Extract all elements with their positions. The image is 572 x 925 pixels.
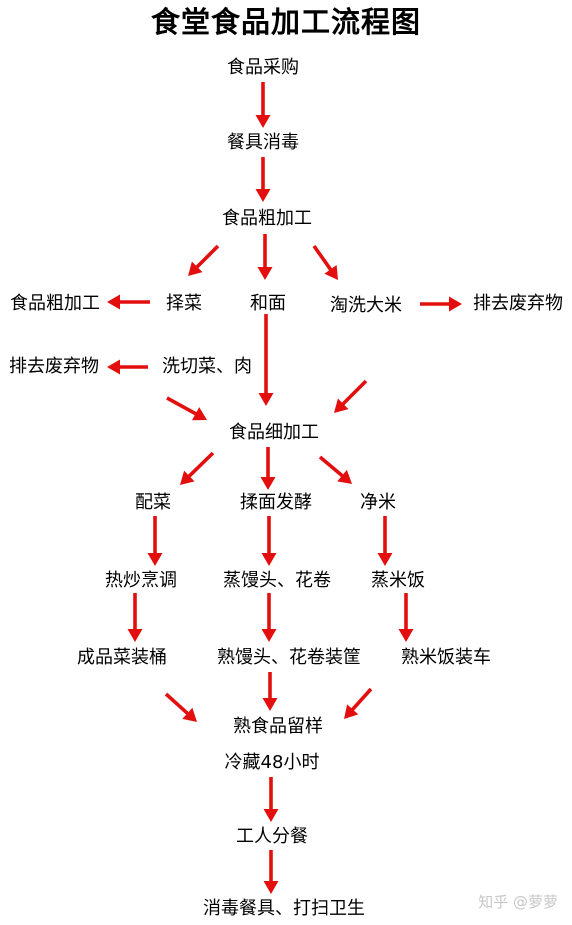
arrow-cart-to-sample [344,687,373,719]
arrow-fine-to-prepare [180,451,215,485]
arrow-rough-to-pick [188,244,220,276]
arrow-knead-to-fine [258,314,274,406]
arrow-rough-to-knead [257,234,273,280]
node-pick-vegetables: 择菜 [166,293,202,314]
arrow-left-to-fine [166,396,207,421]
arrow-steam-rice-to-cart [398,593,414,642]
arrow-prepare-to-stir [147,516,163,566]
node-cleanup: 消毒餐具、打扫卫生 [203,898,365,919]
watermark: 知乎 @萝萝 [478,893,558,911]
arrow-right-to-fine-head [334,398,349,413]
arrow-fine-to-ferment-head [260,477,276,490]
arrow-purchase-to-disinfect-head [255,115,271,128]
node-disinfect-tableware: 餐具消毒 [227,132,299,153]
arrow-fine-to-prepare-head [180,470,195,485]
arrow-cart-to-sample-head [344,704,359,719]
arrow-fine-to-clean-rice-head [337,469,352,484]
arrow-baskets-to-sample-head [262,698,278,711]
arrow-rough-to-wash-rice-shaft [312,244,333,272]
node-wash-cut: 洗切菜、肉 [162,356,252,377]
node-refrigerate: 冷藏48小时 [224,752,320,773]
arrow-ferment-to-steam-head [261,553,277,566]
arrow-washcut-to-waste-head [107,359,120,375]
arrow-fine-to-clean-rice-shaft [318,455,344,478]
arrow-fine-to-clean-rice [318,455,352,484]
node-steam-rice: 蒸米饭 [371,570,425,591]
arrow-steam-to-baskets-head [261,629,277,642]
arrow-pick-to-rough-output-head [107,294,120,310]
arrow-steam-rice-to-cart-head [398,629,414,642]
arrow-cart-to-sample-shaft [350,687,373,712]
arrow-fine-to-ferment [260,447,276,490]
arrow-purchase-to-disinfect [255,82,271,128]
arrow-rough-to-knead-head [257,267,273,280]
node-clean-rice: 净米 [360,492,396,513]
arrow-disinfect-to-rough-head [255,189,271,202]
arrow-serve-to-cleanup [263,850,279,894]
node-discard-waste-right: 排去废弃物 [473,293,563,314]
arrow-clean-to-steam-rice [377,516,393,566]
arrow-rough-to-wash-rice-head [324,265,338,280]
arrow-refrigerate-to-serve-head [263,809,279,822]
arrow-right-to-fine-shaft [341,379,368,406]
arrow-knead-to-fine-head [258,393,274,406]
arrow-rough-to-wash-rice [312,244,338,280]
arrow-left-to-fine-shaft [166,396,198,416]
node-rough-processing: 食品粗加工 [222,208,312,229]
arrow-right-to-fine [334,379,368,413]
arrow-disinfect-to-rough [255,157,271,202]
arrow-wash-rice-to-waste-head [449,296,462,312]
arrow-buckets-to-sample-head [182,707,197,722]
arrow-steam-to-baskets [261,593,277,642]
arrow-prepare-to-stir-head [147,553,163,566]
arrow-left-to-fine-head [191,407,207,421]
node-stir-fry: 热炒烹调 [105,570,177,591]
node-fine-processing: 食品细加工 [229,422,319,443]
arrow-serve-to-cleanup-head [263,881,279,894]
node-discard-waste-left: 排去废弃物 [9,356,99,377]
arrow-baskets-to-sample [262,672,278,711]
arrow-stir-to-buckets-head [127,629,143,642]
node-rough-processing-output: 食品粗加工 [10,293,100,314]
node-rice-on-cart: 熟米饭装车 [401,647,491,668]
arrow-wash-rice-to-waste [420,296,462,312]
arrow-rough-to-pick-shaft [195,244,220,269]
node-prepare-dishes: 配菜 [135,492,171,513]
arrow-rough-to-pick-head [188,261,203,276]
node-sample-retention: 熟食品留样 [233,716,323,737]
arrow-pick-to-rough-output [107,294,150,310]
page-title: 食堂食品加工流程图 [150,5,421,39]
arrow-buckets-to-sample-shaft [164,692,190,716]
node-serve-meals: 工人分餐 [236,826,308,847]
node-wash-rice: 淘洗大米 [330,295,402,316]
arrow-washcut-to-waste [107,359,148,375]
node-knead-ferment: 揉面发酵 [240,492,312,513]
arrow-refrigerate-to-serve [263,777,279,822]
arrow-ferment-to-steam [261,516,277,566]
node-purchase: 食品采购 [227,57,299,78]
node-dish-buckets: 成品菜装桶 [77,647,167,668]
arrow-buckets-to-sample [164,692,197,722]
arrow-stir-to-buckets [127,593,143,642]
node-steam-buns: 蒸馒头、花卷 [223,570,331,591]
node-buns-in-baskets: 熟馒头、花卷装筐 [217,647,361,668]
node-knead-flour: 和面 [250,293,286,314]
arrow-fine-to-prepare-shaft [187,451,215,478]
arrow-clean-to-steam-rice-head [377,553,393,566]
